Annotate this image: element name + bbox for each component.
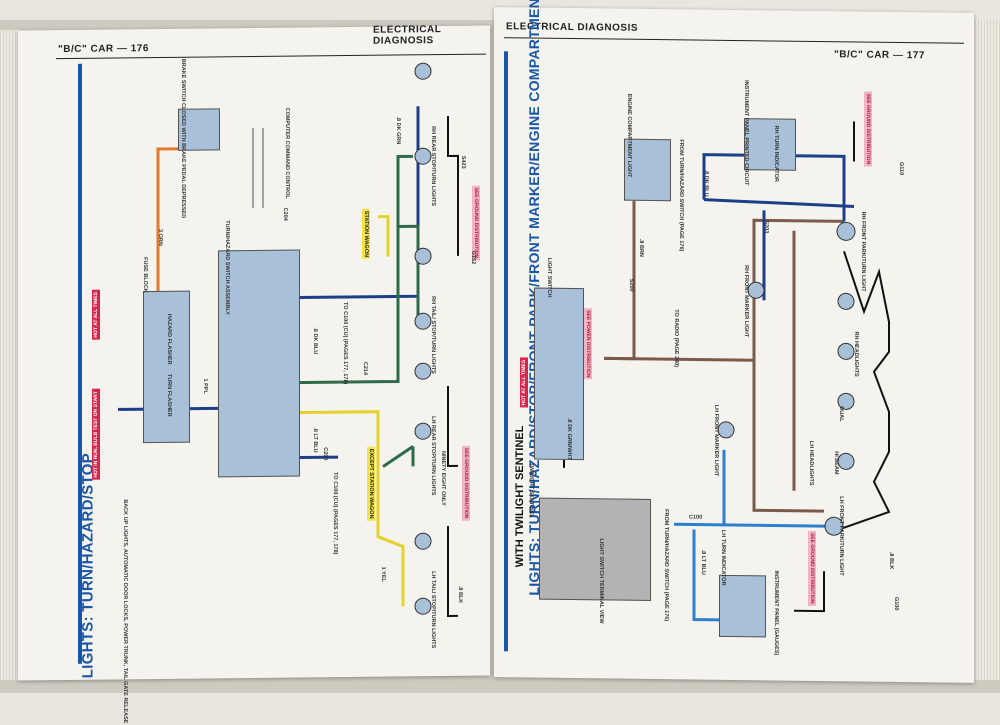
g152-label: G152 [470,250,476,265]
ninety-eight-only-label: NINETY EIGHT ONLY [440,450,446,506]
rh-turn-indicator-label: RH TURN INDICATOR [773,125,779,182]
s203-label: S203 [763,220,769,234]
wire-dk-grn-label: .8 DK GRN [395,116,401,145]
wire-orn-label: 3 ORN [157,228,163,246]
back-up-lights-label: BACK UP LIGHTS, AUTOMATIC DOOR LOCKS, PO… [122,499,128,724]
turn-hazard-switch-box [218,249,300,478]
right-page: ELECTRICAL DIAGNOSIS "B/C" CAR — 177 LIG… [494,0,974,683]
wire-dk-blu-label-right: .8 DK BLU [703,169,709,197]
instrument-panel-circuit-label: INSTRUMENT PANEL PRINTED CIRCUIT [743,80,749,186]
wire-yel-label: 1 YEL [380,566,386,582]
g100-label: G100 [893,596,899,611]
see-power-distribution-note: SEE POWER DISTRIBUTION [584,308,592,380]
c200-label: C200 [322,447,328,461]
right-page-edges [972,20,1000,680]
see-ground-note-1: SEE GROUND DISTRIBUTION [472,185,480,261]
lh-front-marker-label: LH FRONT MARKER LIGHT [713,404,719,477]
hi-beam-label: HI BEAM [833,451,839,475]
c214-label: C214 [362,361,368,376]
turn-flasher-label: TURN FLASHER [166,373,172,417]
rh-front-park-turn-label: RH FRONT PARK/TURN LIGHT [860,211,866,292]
wire-lt-blu-label: .8 LT BLU [312,427,318,453]
rh-tail-label: RH TAIL/ STOP/TURN LIGHTS [430,296,436,374]
to-c100-label-2: TO C100 (CU) (PAGES 177, 178) [332,472,338,555]
lh-turn-indicator-box [719,574,766,638]
to-c100-label-1: TO C100 (CU) (PAGES 177, 178) [342,302,348,385]
c100-label: C100 [689,514,703,521]
turn-hazard-switch-label: TURN/HAZARD SWITCH ASSEMBLY [224,220,230,315]
see-ground-distribution-note-2: SEE GROUND DISTRIBUTION [808,530,816,606]
s423-label: S423 [460,155,466,169]
wire-dk-blu-label: .8 DK BLU [312,327,318,355]
twilight-sentinel-label: TWILIGHT SENTINEL [528,462,534,518]
wire-brn-label: .8 BRN [638,238,644,257]
light-switch-terminal-view-label: LIGHT SWITCH TERMINAL VIEW [598,538,604,624]
rh-front-marker-label: RH FRONT MARKER LIGHT [743,265,749,338]
hot-all-times-warning-right: HOT AT ALL TIMES [520,357,528,408]
light-switch-label: LIGHT SWITCH [546,257,552,298]
hazard-flasher-label: HAZARD FLASHER [166,313,172,365]
lh-turn-indicator-label: LH TURN INDICATOR [720,529,726,586]
lh-tail-label: LH TAIL/ STOP/TURN LIGHTS [430,571,436,649]
lh-rear-turn-label: LH REAR STOP/TURN LIGHTS [430,416,436,496]
wire-lt-blu-label-right: .8 LT BLU [700,549,706,575]
wire-blk-label: .8 BLK [457,585,463,604]
twilight-sentinel-box [539,497,651,601]
lh-headlights-label: LH HEADLIGHTS [808,440,814,486]
with-twilight-sentinel-title: WITH TWILIGHT SENTINEL [514,425,526,568]
light-switch-box [534,287,584,461]
hot-all-times-warning: HOT AT ALL TIMES [92,290,100,340]
wire-dk-grn-wht-label: .8 DK GRN/WHT [566,417,572,460]
dual-label: DUAL [838,406,844,422]
wire-ppl-label: 1 PPL [202,378,208,394]
left-page: "B/C" CAR — 176 ELECTRICAL DIAGNOSIS LIG… [18,24,490,723]
see-ground-note-2: SEE GROUND DISTRIBUTION [462,445,470,521]
see-ground-distribution-note: SEE GROUND DISTRIBUTION [864,91,872,167]
instrument-panel-circuit-box [744,118,796,171]
c204-label: C204 [282,207,288,221]
g110-label: G110 [898,162,904,176]
from-turn-hazard-label-2: FROM TURN/HAZARD SWITCH (PAGE 176) [663,509,669,622]
to-radio-label: TO RADIO (PAGE 280) [673,309,679,368]
s200-label: S200 [628,278,634,292]
fuse-block-label: FUSE BLOCK [142,257,148,293]
hot-run-warning: HOT IN RUN, BULB TEST OR START [92,389,100,480]
wire-blk-label-right: .8 BLK [888,551,894,570]
station-wagon-tag: STATION WAGON [362,208,370,260]
lh-front-park-turn-label: LH FRONT PARK/TURN LIGHT [838,496,844,576]
left-page-edges [0,30,20,680]
instrument-panel-gauges-label: INSTRUMENT PANEL (GAUGES) [773,570,779,656]
except-station-wagon-tag: EXCEPT STATION WAGON [367,446,375,521]
computer-command-label: COMPUTER COMMAND CONTROL [284,107,290,199]
rh-rear-turn-label: RH REAR STOP/TURN LIGHTS [430,126,436,207]
engine-compartment-light-label: ENGINE COMPARTMENT LIGHT [626,93,632,178]
brake-switch-label: BRAKE SWITCH CLOSED WITH BRAKE PEDAL DEP… [180,58,186,219]
from-turn-hazard-label-1: FROM TURN/HAZARD SWITCH (PAGE 176) [678,139,684,252]
rh-headlights-label: RH HEADLIGHTS [853,331,859,377]
